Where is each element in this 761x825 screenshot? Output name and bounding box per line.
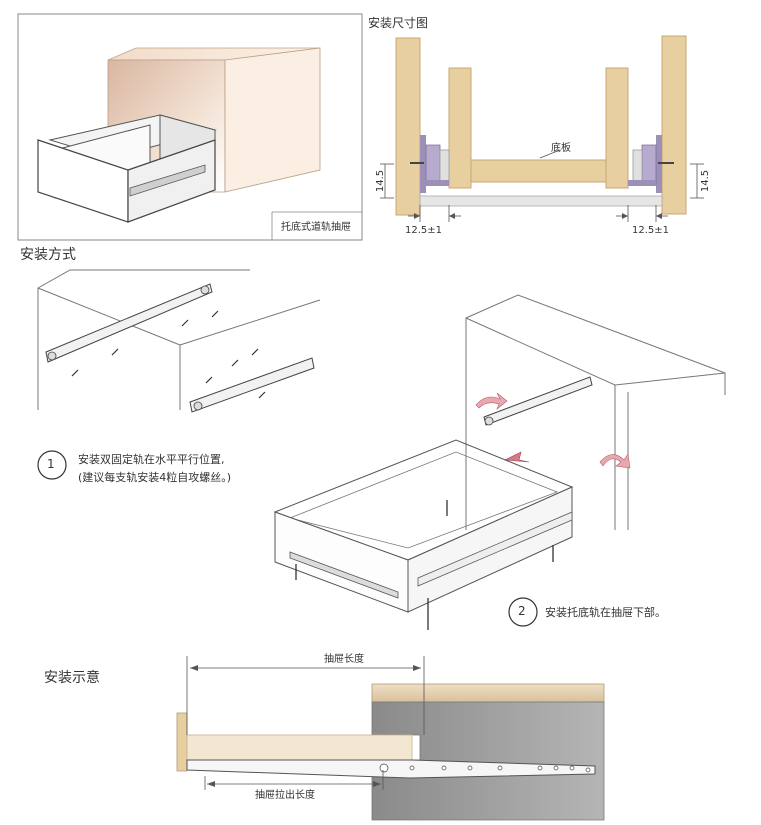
step2-number: 2 [518,604,526,618]
front-rail [189,357,315,413]
step1-circle [37,450,67,480]
dim-right-horizontal [616,205,668,222]
drawer-bottom-rail [417,511,573,587]
step2-text: 安装托底轨在抽屉下部。 [545,606,666,619]
bottom-board-label: 底板 [551,143,571,154]
step1-line2: (建议每支轨安装4粒自攻螺丝。) [78,471,232,484]
left-drawer-side [448,67,472,189]
dim-right-horizontal-label: 12.5±1 [632,225,670,236]
panel-caption: 托底式道轨抽屉 [281,222,351,233]
drawer-rail [186,759,596,779]
dim-right-vertical-label: 14.5 [700,170,711,192]
step1-number: 1 [47,457,55,471]
dimension-diagram [380,35,704,222]
screw-icons [71,310,266,399]
dim-left-vertical-label: 14.5 [375,170,386,192]
drawer-illustration-panel [17,13,363,241]
drawer-box-3d [37,114,217,223]
arrow-icon [599,453,631,469]
left-cabinet-side [395,37,421,216]
dim-left-horizontal [408,205,461,222]
arrow-icon [475,392,508,410]
step2-illustration [273,294,726,630]
dim-left-horizontal-label: 12.5±1 [405,225,443,236]
drawer-board [186,734,413,761]
installation-schematic [176,656,605,821]
top-shelf-board [371,683,605,703]
right-drawer-side [605,67,629,189]
dim-left-vertical [380,163,394,199]
cabinet-base [419,195,663,207]
dimension-diagram-title: 安装尺寸图 [368,16,429,30]
back-rail [45,283,213,363]
step1-illustration [37,269,321,413]
screw-icons-lower [295,500,554,630]
dim-right-vertical [690,163,704,199]
drawer-rail-3d [129,164,206,197]
installation-title: 安装方式 [20,247,76,263]
rail-holes [379,763,591,773]
schematic-title: 安装示意 [44,670,100,686]
left-rail-bracket [410,135,450,193]
right-cabinet-side [661,35,687,215]
arrow-icon [503,451,530,463]
drawer-length-label: 抽屉长度 [324,654,364,665]
step2-circle [508,597,538,627]
right-rail-bracket [628,135,674,193]
step1-line1: 安装双固定轨在水平平行位置, [78,453,225,466]
drawer-frame [273,439,574,613]
pull-out-length-label: 抽屉拉出长度 [255,790,315,801]
bottom-board [470,159,607,183]
